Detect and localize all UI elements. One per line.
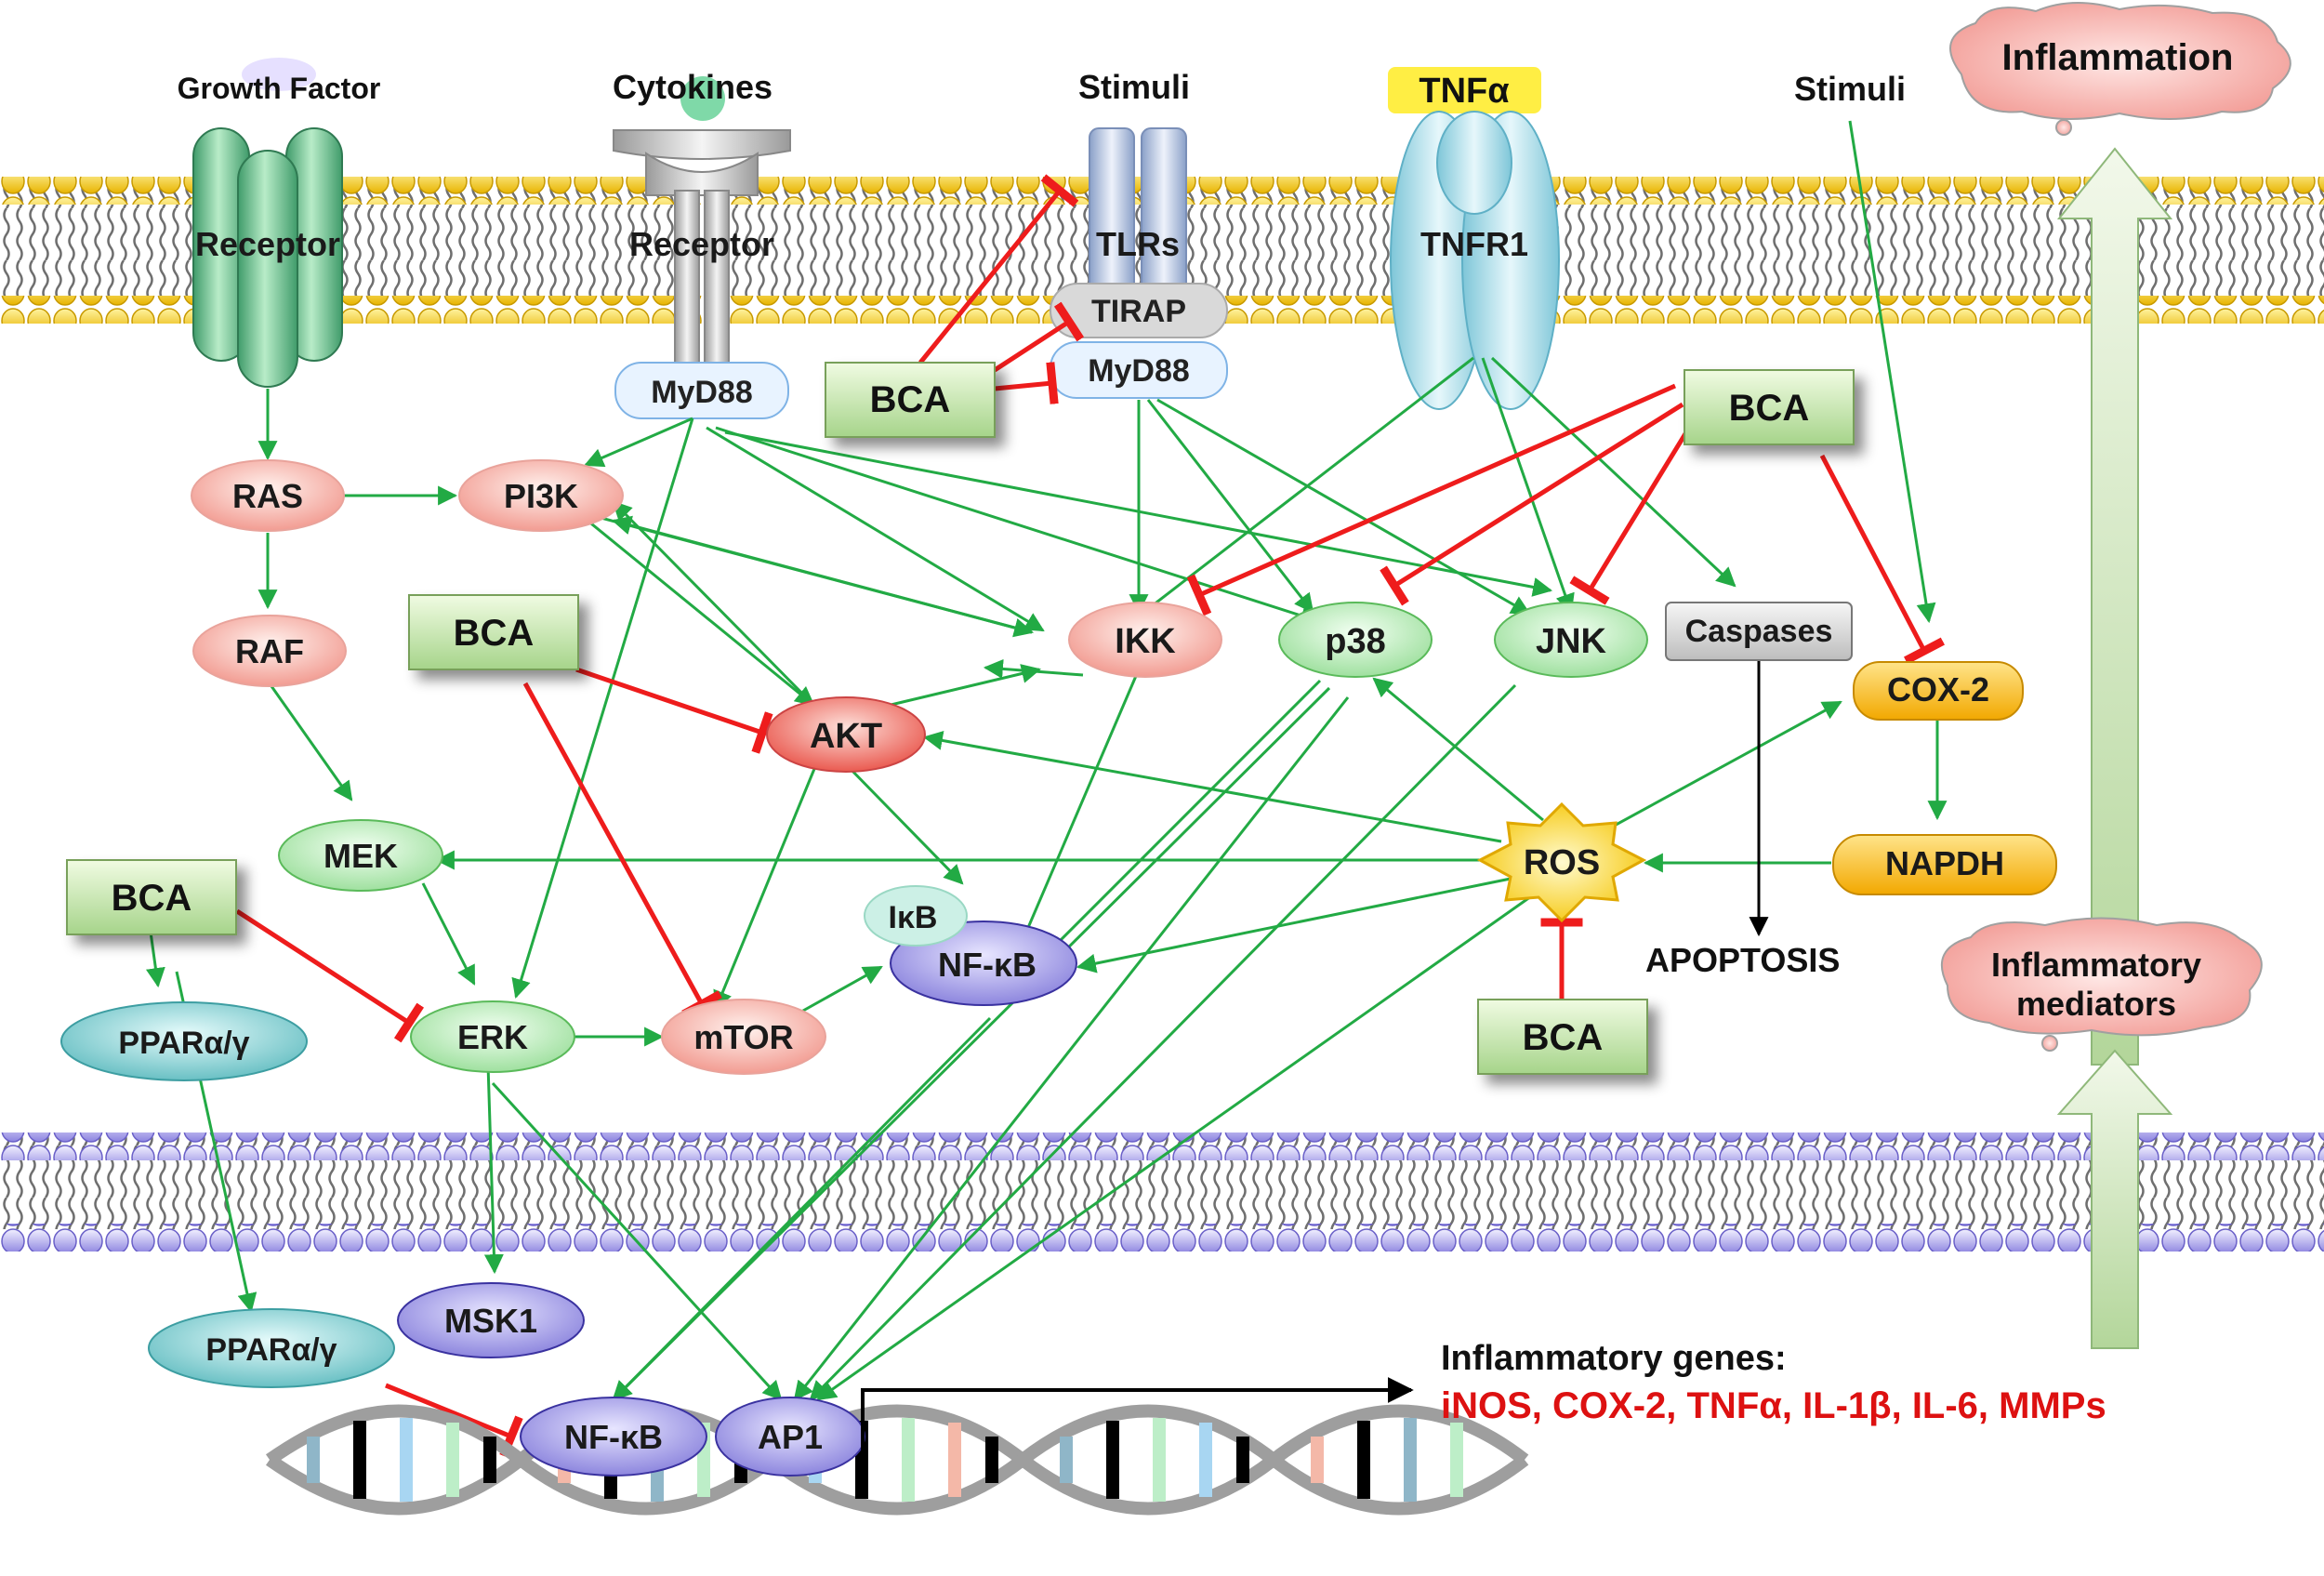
inflammatory-gene-list: iNOS, COX-2, TNFα, IL-1β, IL-6, MMPs xyxy=(1441,1385,2106,1426)
svg-text:BCA: BCA xyxy=(870,379,951,420)
cytokine-ligand xyxy=(680,76,725,121)
node-nfkb-nucleus: NF-κB xyxy=(520,1397,707,1477)
node-ras: RAS xyxy=(191,459,345,532)
svg-text:MyD88: MyD88 xyxy=(1088,353,1190,389)
svg-text:COX-2: COX-2 xyxy=(1887,670,1989,709)
apoptosis-label: APOPTOSIS xyxy=(1645,941,1840,979)
cytokine-receptor: Receptor xyxy=(613,129,791,377)
node-jnk: JNK xyxy=(1494,602,1648,678)
node-raf: RAF xyxy=(192,615,347,687)
svg-text:MyD88: MyD88 xyxy=(651,375,753,410)
bca-box-top: BCA xyxy=(825,362,996,438)
svg-text:RAS: RAS xyxy=(232,477,303,515)
nuclear-membrane xyxy=(0,1132,2324,1252)
svg-text:PI3K: PI3K xyxy=(504,477,578,515)
node-erk: ERK xyxy=(410,1000,575,1073)
svg-text:RAF: RAF xyxy=(235,632,304,670)
node-msk1: MSK1 xyxy=(397,1282,585,1358)
node-ap1: AP1 xyxy=(715,1397,865,1477)
bca-box-mid: BCA xyxy=(408,594,579,670)
node-p38: p38 xyxy=(1278,602,1433,678)
node-mtor: mTOR xyxy=(661,999,826,1075)
tnfa-badge xyxy=(1388,67,1541,113)
svg-text:Inflammatory: Inflammatory xyxy=(1991,946,2201,984)
tlr-receptor: TLRs xyxy=(1089,127,1187,315)
ikb-cap xyxy=(864,885,968,947)
svg-text:mediators: mediators xyxy=(2016,985,2176,1023)
svg-text:Caspases: Caspases xyxy=(1685,614,1833,649)
svg-text:PPARα/γ: PPARα/γ xyxy=(118,1026,249,1061)
inflammation-label: Inflammation xyxy=(2002,37,2234,78)
node-caspases: Caspases xyxy=(1665,602,1853,661)
node-cox2: COX-2 xyxy=(1853,661,2024,721)
node-akt: AKT xyxy=(766,696,926,773)
svg-text:mTOR: mTOR xyxy=(693,1018,793,1056)
svg-text:BCA: BCA xyxy=(454,613,535,654)
svg-text:BCA: BCA xyxy=(1523,1017,1604,1058)
transcription-arrow xyxy=(861,1377,1414,1488)
node-pi3k: PI3K xyxy=(458,459,624,532)
bca-box-right: BCA xyxy=(1684,369,1855,445)
stimuli-cox-label: Stimuli xyxy=(1794,70,1906,108)
stimuli-tlr-label: Stimuli xyxy=(1078,68,1190,106)
svg-text:TIRAP: TIRAP xyxy=(1091,294,1186,329)
svg-text:NAPDH: NAPDH xyxy=(1885,844,2004,882)
growth-factor-label: Growth Factor xyxy=(178,72,381,105)
svg-text:TLRs: TLRs xyxy=(1096,225,1180,263)
node-ros: ROS xyxy=(1476,801,1647,923)
node-nfkb-cytoplasm: IκB NF-κB xyxy=(864,885,1077,1006)
svg-text:TNFR1: TNFR1 xyxy=(1420,225,1528,263)
svg-text:MEK: MEK xyxy=(324,837,398,875)
node-napdh: NAPDH xyxy=(1832,834,2057,895)
svg-text:AKT: AKT xyxy=(810,717,882,756)
upward-flow-arrow-lower xyxy=(2056,1049,2173,1349)
svg-text:NF-κB: NF-κB xyxy=(938,946,1037,984)
svg-text:ROS: ROS xyxy=(1524,843,1600,882)
bidirectional-markers xyxy=(611,500,1033,707)
inflammatory-genes-label: Inflammatory genes: xyxy=(1441,1339,1787,1378)
growth-factor-ligand xyxy=(242,58,316,91)
tnfr1-receptor: TNFR1 xyxy=(1390,111,1560,410)
svg-text:JNK: JNK xyxy=(1536,622,1607,661)
bca-box-ros: BCA xyxy=(1477,999,1648,1075)
bca-box-left: BCA xyxy=(66,859,237,935)
node-ppar-cytoplasm: PPARα/γ xyxy=(60,1001,308,1081)
svg-text:BCA: BCA xyxy=(1729,388,1810,429)
svg-text:NF-κB: NF-κB xyxy=(564,1418,663,1456)
tirap-adaptor: TIRAP xyxy=(1050,283,1228,338)
svg-text:BCA: BCA xyxy=(112,878,192,919)
svg-text:Receptor: Receptor xyxy=(629,225,774,263)
svg-text:ERK: ERK xyxy=(457,1018,528,1056)
svg-text:p38: p38 xyxy=(1325,622,1385,661)
inflammatory-mediators-cloud: Inflammatory mediators xyxy=(1940,917,2263,1052)
inhibition-lines xyxy=(235,174,1946,1458)
svg-text:IKK: IKK xyxy=(1115,622,1176,661)
node-mek: MEK xyxy=(278,819,443,892)
tnfa-label: TNFα xyxy=(1419,72,1509,111)
inflammation-cloud: Inflammation xyxy=(1949,2,2291,136)
myd88-left: MyD88 xyxy=(614,362,789,419)
svg-text:IκB: IκB xyxy=(889,900,938,935)
svg-text:AP1: AP1 xyxy=(758,1418,823,1456)
svg-text:MSK1: MSK1 xyxy=(444,1302,537,1340)
node-ppar-nucleus: PPARα/γ xyxy=(148,1308,395,1388)
cytokines-label: Cytokines xyxy=(613,68,772,106)
svg-text:Receptor: Receptor xyxy=(195,225,340,263)
node-ikk: IKK xyxy=(1068,602,1222,678)
svg-text:PPARα/γ: PPARα/γ xyxy=(205,1332,337,1368)
dna-double-helix xyxy=(265,1404,1529,1516)
myd88-right: MyD88 xyxy=(1050,341,1228,399)
growth-factor-receptor: Receptor xyxy=(192,127,343,388)
